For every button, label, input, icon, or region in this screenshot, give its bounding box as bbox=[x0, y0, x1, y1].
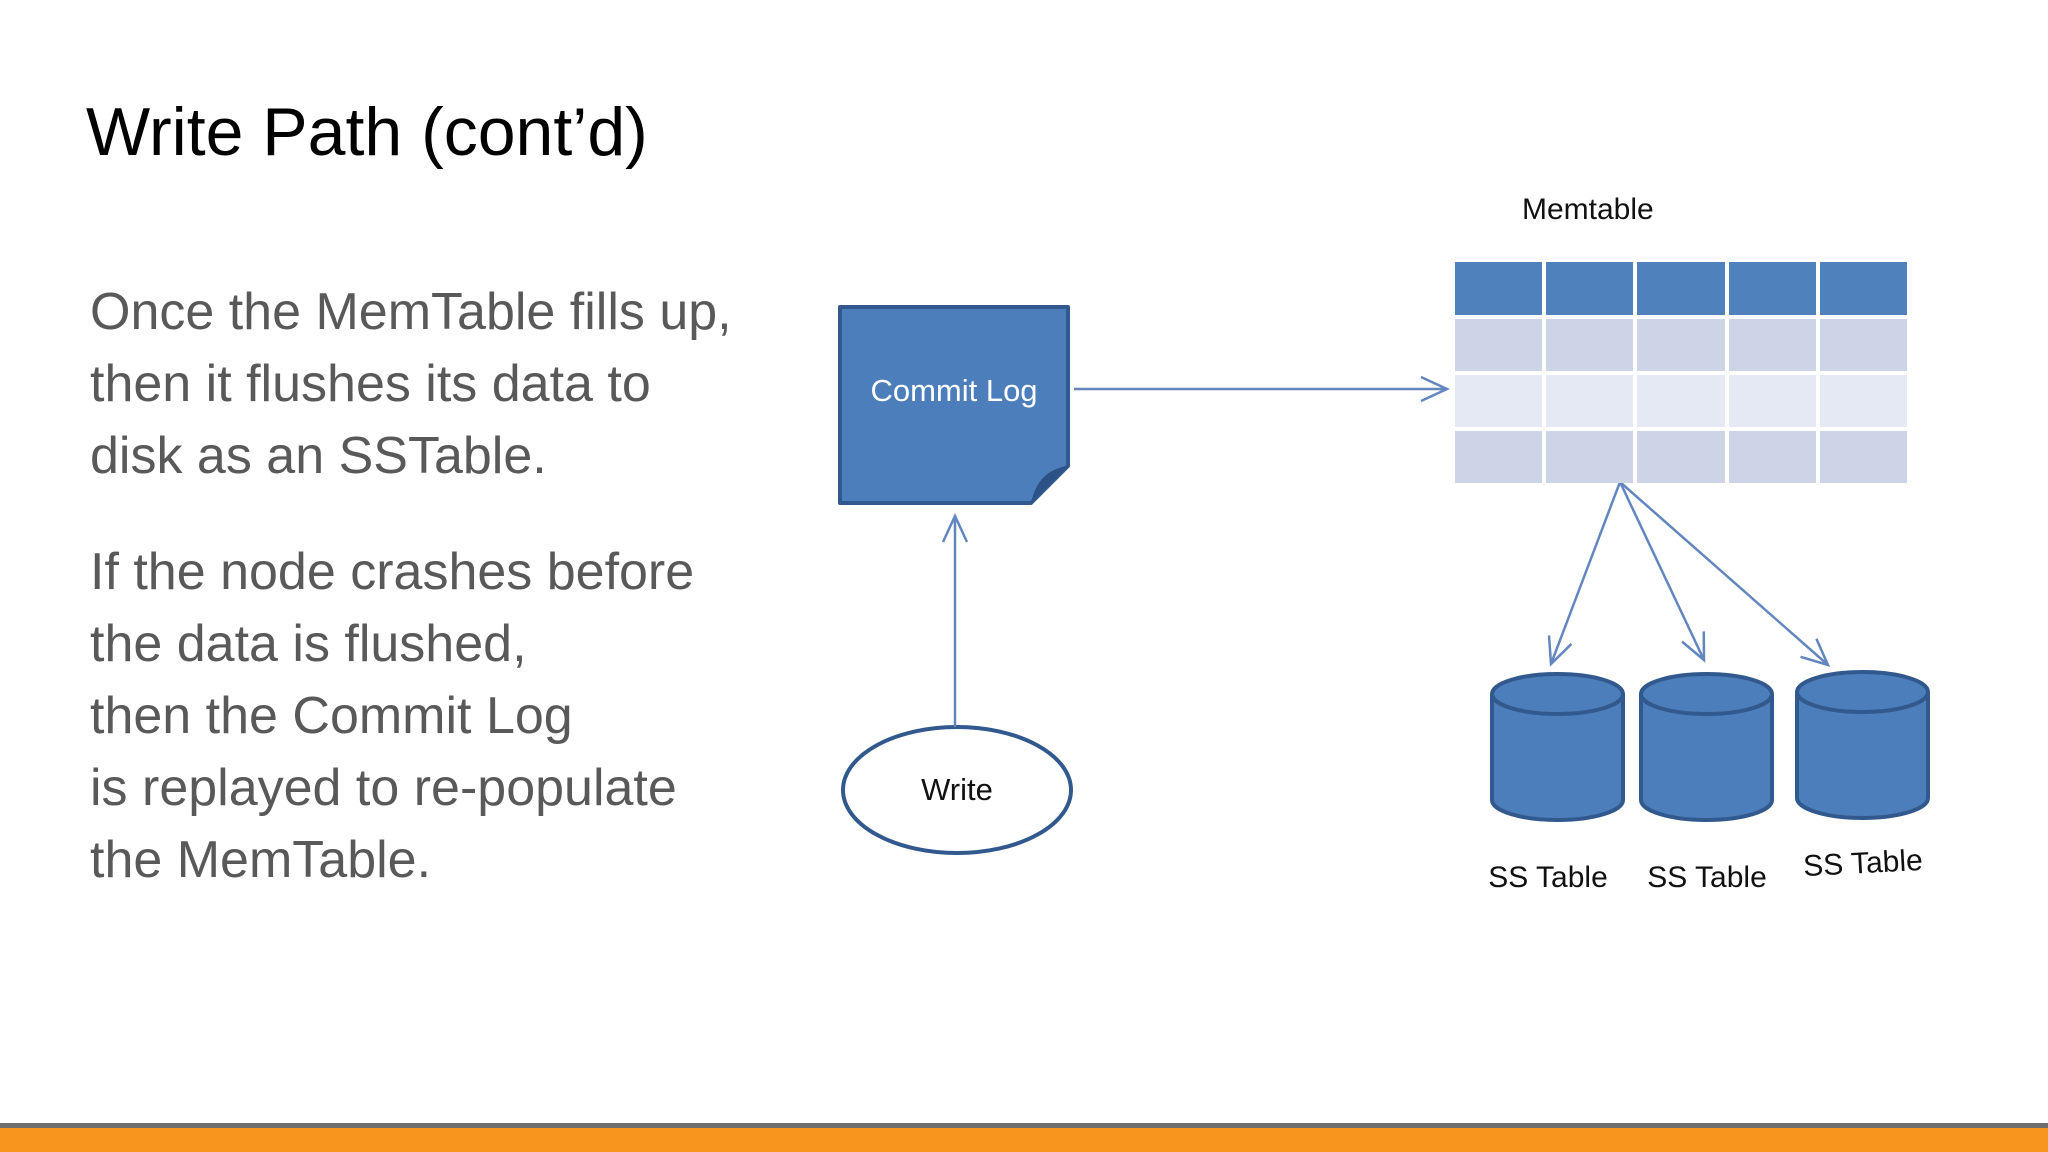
body-line: disk as an SSTable. bbox=[90, 427, 547, 485]
body-paragraph-1: Once the MemTable fills up, then it flus… bbox=[90, 276, 732, 492]
arrow-memtable-to-sstable-1 bbox=[1547, 481, 1622, 667]
memtable-cell bbox=[1819, 319, 1907, 371]
write-label: Write bbox=[921, 772, 993, 807]
body-line: then the Commit Log bbox=[90, 687, 573, 745]
cylinder-body bbox=[1795, 692, 1930, 820]
memtable-label: Memtable bbox=[1522, 193, 1654, 226]
memtable-cell bbox=[1637, 431, 1725, 483]
cylinder-top bbox=[1490, 672, 1625, 716]
body-line: the MemTable. bbox=[90, 831, 432, 889]
memtable-cell bbox=[1546, 431, 1634, 483]
memtable-cell bbox=[1819, 431, 1907, 483]
commit-log-fold-corner bbox=[1031, 466, 1068, 503]
commit-log-shape bbox=[838, 305, 1070, 505]
cylinder-top bbox=[1795, 670, 1930, 714]
cylinder-body bbox=[1490, 694, 1625, 822]
body-line: is replayed to re-populate bbox=[90, 759, 677, 817]
sstable-cylinder-1 bbox=[1490, 672, 1625, 822]
memtable-cell bbox=[1819, 375, 1907, 427]
sstable-label-1: SS Table bbox=[1488, 861, 1608, 894]
memtable-cell bbox=[1637, 319, 1725, 371]
cylinder-top bbox=[1639, 672, 1774, 716]
memtable-cell bbox=[1728, 431, 1816, 483]
body-line: the data is flushed, bbox=[90, 615, 527, 673]
footer-divider bbox=[0, 1123, 2048, 1128]
memtable-cell bbox=[1728, 319, 1816, 371]
sstable-cylinder-2 bbox=[1639, 672, 1774, 822]
footer-bar bbox=[0, 1128, 2048, 1152]
memtable-cell bbox=[1546, 319, 1634, 371]
memtable-cell bbox=[1728, 375, 1816, 427]
body-line: then it flushes its data to bbox=[90, 355, 651, 413]
memtable-header-cell bbox=[1819, 262, 1907, 315]
body-line: Once the MemTable fills up, bbox=[90, 283, 732, 341]
memtable-header-cell bbox=[1637, 262, 1725, 315]
body-paragraph-2: If the node crashes before the data is f… bbox=[90, 536, 694, 896]
write-ellipse bbox=[841, 725, 1073, 855]
memtable-grid bbox=[1455, 262, 1907, 483]
commit-log-label: Commit Log bbox=[870, 373, 1038, 408]
memtable-cell bbox=[1455, 319, 1543, 371]
slide-title: Write Path (cont’d) bbox=[86, 94, 648, 170]
sstable-label-2: SS Table bbox=[1647, 861, 1767, 894]
memtable-cell bbox=[1637, 375, 1725, 427]
memtable-cell bbox=[1455, 375, 1543, 427]
sstable-cylinder-3 bbox=[1795, 670, 1930, 820]
memtable-cell bbox=[1546, 375, 1634, 427]
cylinder-body bbox=[1639, 694, 1774, 822]
memtable-cell bbox=[1455, 431, 1543, 483]
memtable-header-cell bbox=[1546, 262, 1634, 315]
memtable-header-cell bbox=[1455, 262, 1543, 315]
body-line: If the node crashes before bbox=[90, 543, 695, 601]
arrow-memtable-to-sstable-3 bbox=[1619, 481, 1831, 667]
arrow-memtable-to-sstable-2 bbox=[1618, 481, 1706, 663]
memtable-header-cell bbox=[1728, 262, 1816, 315]
